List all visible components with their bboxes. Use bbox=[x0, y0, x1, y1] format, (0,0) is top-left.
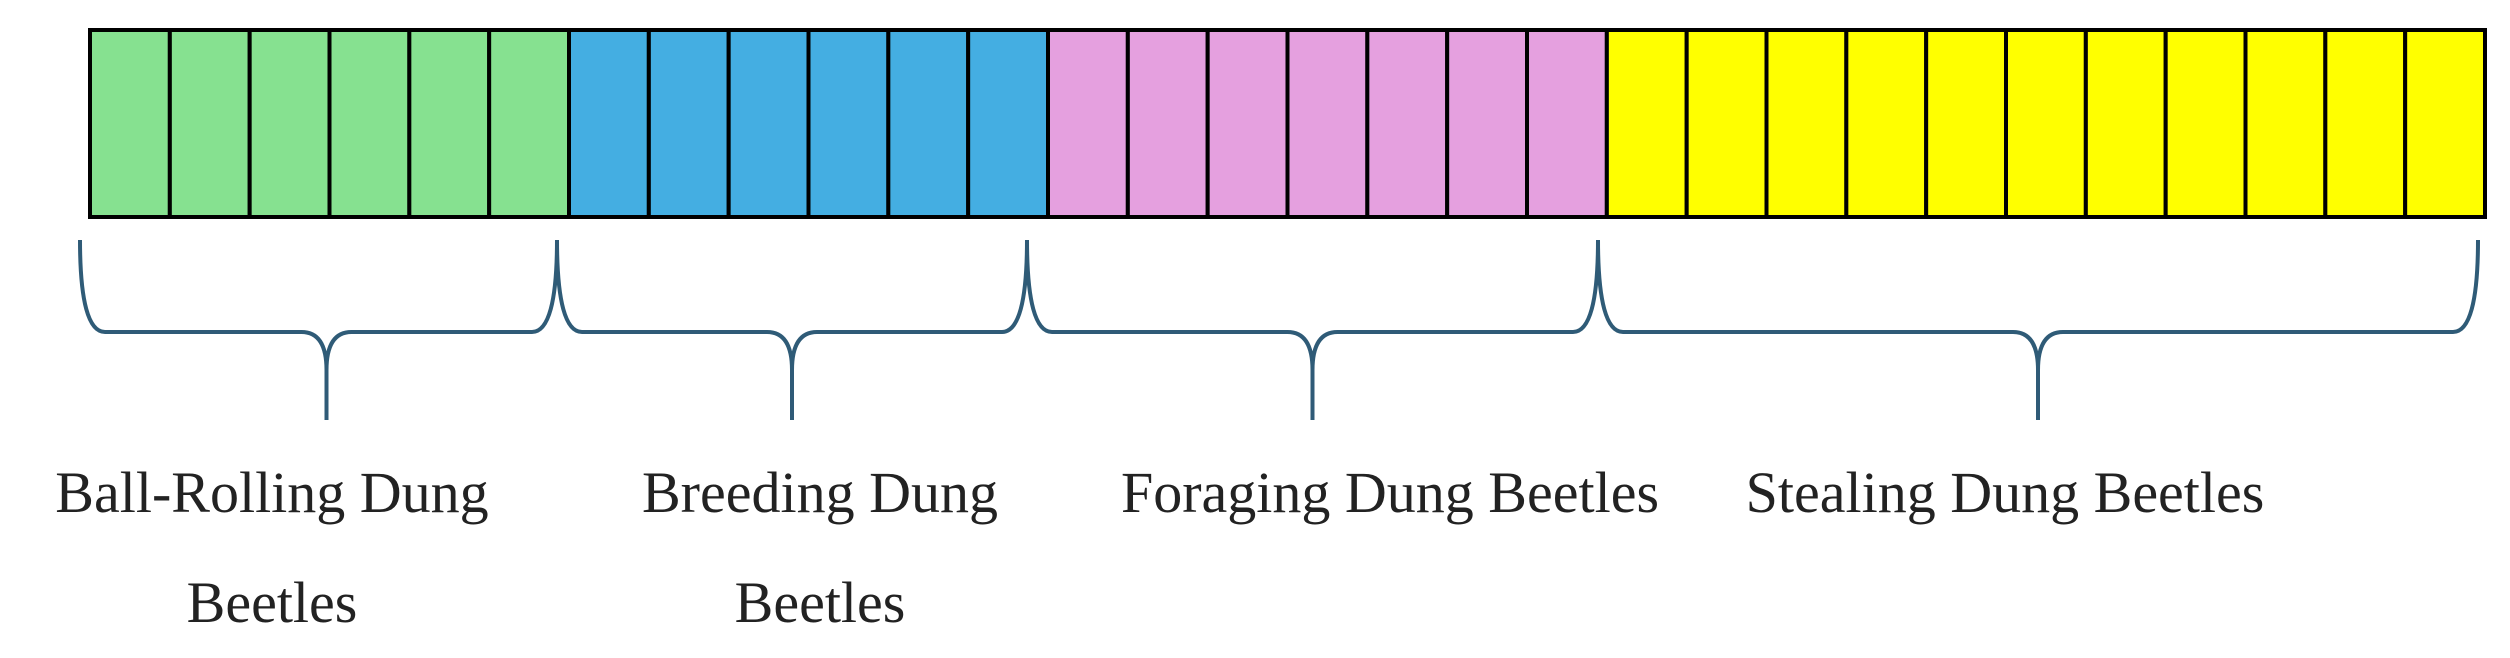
brace-3 bbox=[1025, 239, 1600, 420]
cell-group-1 bbox=[407, 28, 492, 219]
cell-group-2 bbox=[966, 28, 1051, 219]
cell-group-3 bbox=[1125, 28, 1210, 219]
cell-group-1 bbox=[167, 28, 252, 219]
label-foraging-dung-beetles: Foraging Dung Beetles bbox=[1120, 460, 1660, 525]
cell-group-4 bbox=[2004, 28, 2088, 219]
cell-group-4 bbox=[1844, 28, 1929, 219]
cell-group-3 bbox=[1205, 28, 1290, 219]
cell-group-2 bbox=[567, 28, 651, 219]
label-ball-rolling-dung-beetles: Ball-Rolling Dung Beetles bbox=[55, 460, 489, 635]
cell-group-2 bbox=[806, 28, 891, 219]
cell-group-4 bbox=[2163, 28, 2248, 219]
label-breeding-dung-beetles: Breeding Dung Beetles bbox=[642, 460, 998, 635]
cell-group-4 bbox=[1924, 28, 2008, 219]
cell-group-4 bbox=[1684, 28, 1769, 219]
cell-group-2 bbox=[886, 28, 971, 219]
cell-group-3 bbox=[1445, 28, 1529, 219]
cell-group-2 bbox=[726, 28, 811, 219]
brace-1 bbox=[78, 239, 559, 420]
cell-group-3 bbox=[1365, 28, 1450, 219]
cell-group-4 bbox=[2403, 28, 2488, 219]
cell-group-1 bbox=[247, 28, 332, 219]
label-stealing-dung-beetles: Stealing Dung Beetles bbox=[1745, 460, 2265, 525]
cell-group-3 bbox=[1285, 28, 1370, 219]
cell-group-1 bbox=[88, 28, 172, 219]
population-bar bbox=[88, 28, 2488, 219]
cell-group-3 bbox=[1525, 28, 1609, 219]
cell-group-4 bbox=[2083, 28, 2168, 219]
cell-group-4 bbox=[2323, 28, 2408, 219]
cell-group-4 bbox=[1604, 28, 1689, 219]
cell-group-1 bbox=[487, 28, 571, 219]
cell-group-3 bbox=[1046, 28, 1130, 219]
brace-2 bbox=[555, 239, 1029, 420]
group-braces bbox=[78, 239, 2480, 420]
cell-group-1 bbox=[327, 28, 412, 219]
brace-4 bbox=[1596, 239, 2480, 420]
cell-group-4 bbox=[2243, 28, 2328, 219]
cell-group-2 bbox=[646, 28, 731, 219]
cell-group-4 bbox=[1764, 28, 1849, 219]
